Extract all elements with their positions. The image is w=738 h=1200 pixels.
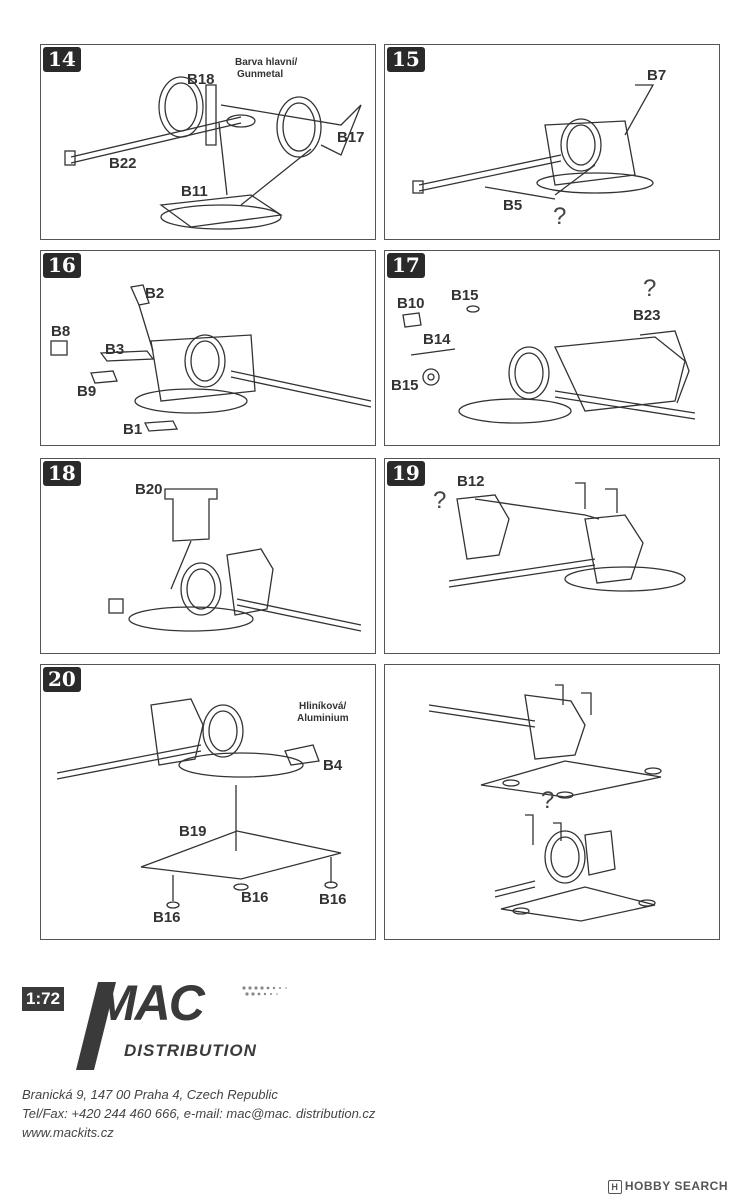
logo-dot-pattern — [242, 986, 287, 996]
question-mark: ? — [643, 275, 657, 302]
part-label: B15 — [451, 287, 479, 304]
step-number: 20 — [43, 667, 81, 692]
address-line: Branická 9, 147 00 Praha 4, Czech Republ… — [22, 1087, 278, 1102]
watermark-text: HOBBY SEARCH — [624, 1179, 728, 1193]
gun-assembly-drawing — [64, 76, 362, 230]
step-20-panel: 20 Hliníková/ Aluminium B4 B19 B16 B16 B… — [40, 664, 376, 940]
step-number: 15 — [387, 47, 425, 72]
step-number: 18 — [43, 461, 81, 486]
step-number: 19 — [387, 461, 425, 486]
part-label: B5 — [503, 197, 523, 214]
part-label: B16 — [153, 909, 181, 926]
part-label: B16 — [319, 891, 347, 908]
paint-note-czech: Hliníková/ — [299, 701, 347, 712]
part-label: B7 — [647, 67, 667, 84]
question-mark: ? — [433, 487, 447, 514]
gun-assembly-drawing — [402, 305, 696, 424]
part-label: B4 — [323, 757, 343, 774]
logo-slash-mark — [76, 982, 116, 1070]
step-17-panel: 17 B10 B15 B14 B15 B23 ? — [384, 250, 720, 446]
part-label: B16 — [241, 889, 269, 906]
completed-gun-drawing — [428, 684, 662, 922]
step-number: 16 — [43, 253, 81, 278]
step-15-panel: 15 B7 B5 ? — [384, 44, 720, 240]
part-label: B3 — [105, 341, 125, 358]
part-label: B11 — [181, 183, 208, 200]
gun-assembly-drawing — [50, 284, 372, 432]
step-18-panel: 18 B20 — [40, 458, 376, 654]
paint-note-english: Gunmetal — [237, 69, 284, 80]
paint-note-czech: Barva hlavní/ — [235, 57, 298, 68]
watermark-icon: H — [607, 1180, 622, 1194]
scale-badge: 1:72 — [22, 987, 65, 1011]
step-number: 14 — [43, 47, 81, 72]
part-label: B12 — [457, 473, 485, 490]
step-14-panel: 14 B18 Barva hlavní/ Gunmetal B17 B22 B1… — [40, 44, 376, 240]
part-label: B19 — [179, 823, 207, 840]
part-label: B22 — [109, 155, 137, 172]
gun-assembly-drawing — [108, 488, 362, 632]
part-label: B1 — [123, 421, 143, 438]
part-label: B23 — [633, 307, 661, 324]
gun-assembly-drawing — [448, 482, 686, 592]
gun-assembly-drawing — [412, 84, 655, 200]
gun-assembly-drawing — [56, 698, 342, 909]
website-line: www.mackits.cz — [22, 1125, 114, 1140]
part-label: B15 — [391, 377, 419, 394]
part-label: B8 — [51, 323, 71, 340]
brand-name: MAC — [95, 975, 205, 1031]
question-mark: ? — [553, 203, 567, 230]
part-label: B14 — [423, 331, 451, 348]
part-label: B10 — [397, 295, 425, 312]
question-mark: ? — [541, 787, 555, 814]
part-label: B20 — [135, 481, 163, 498]
part-label: B2 — [145, 285, 165, 302]
part-label: B17 — [337, 129, 365, 146]
contact-line: Tel/Fax: +420 244 460 666, e-mail: mac@m… — [22, 1106, 376, 1121]
step-19-panel: 19 B12 ? — [384, 458, 720, 654]
step-16-panel: 16 B2 B8 B3 B9 B1 — [40, 250, 376, 446]
paint-note-english: Aluminium — [297, 713, 349, 724]
final-view-panel: ? — [384, 664, 720, 940]
part-label: B18 — [187, 71, 215, 88]
brand-subtitle: DISTRIBUTION — [124, 1041, 257, 1060]
part-label: B9 — [77, 383, 97, 400]
step-number: 17 — [387, 253, 425, 278]
